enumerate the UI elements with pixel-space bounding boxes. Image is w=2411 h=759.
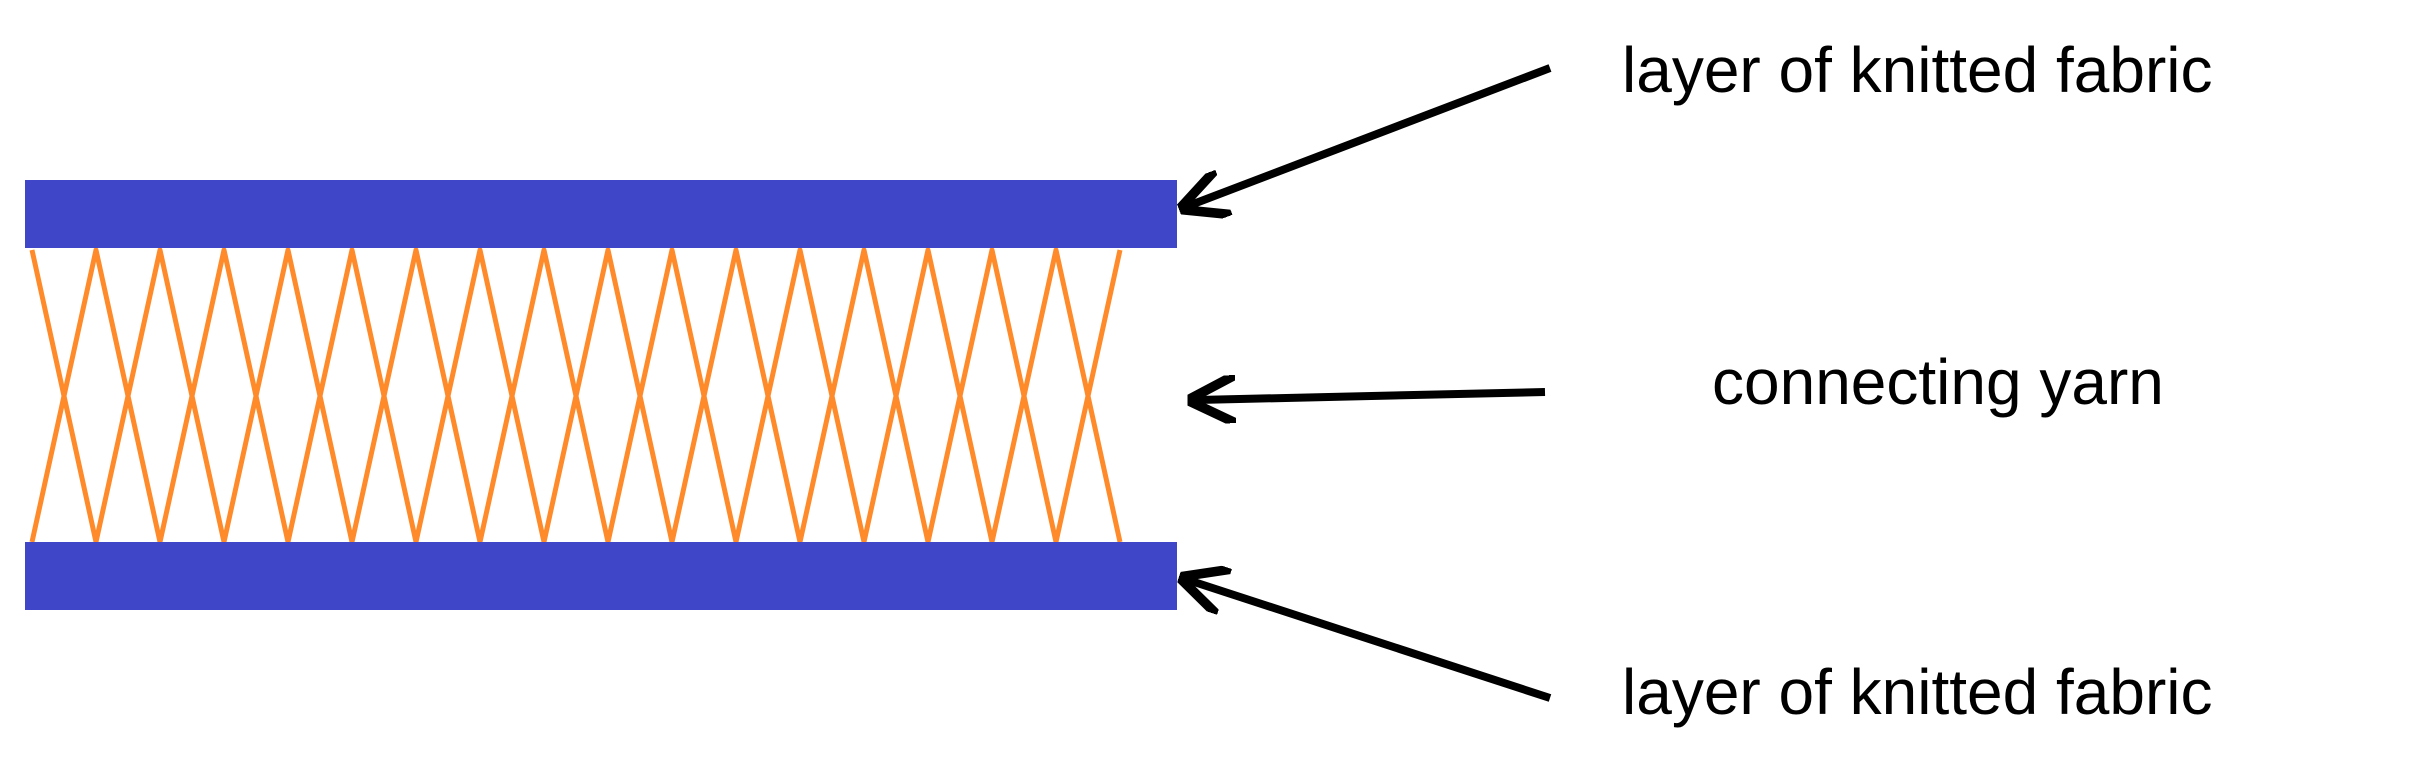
connecting-yarn-label: connecting yarn <box>1712 346 2164 418</box>
connecting-yarn <box>29 247 1123 545</box>
bottom-fabric-layer <box>25 542 1177 610</box>
top-layer-label: layer of knitted fabric <box>1622 34 2213 106</box>
arrow-to-bottom-layer <box>1188 580 1552 702</box>
arrow-to-top-layer <box>1188 64 1552 206</box>
top-fabric-layer <box>25 180 1177 248</box>
bottom-layer-label: layer of knitted fabric <box>1622 656 2213 728</box>
yarn-zigzag-b <box>29 247 1123 545</box>
arrow-to-connecting-yarn <box>1197 392 1546 400</box>
